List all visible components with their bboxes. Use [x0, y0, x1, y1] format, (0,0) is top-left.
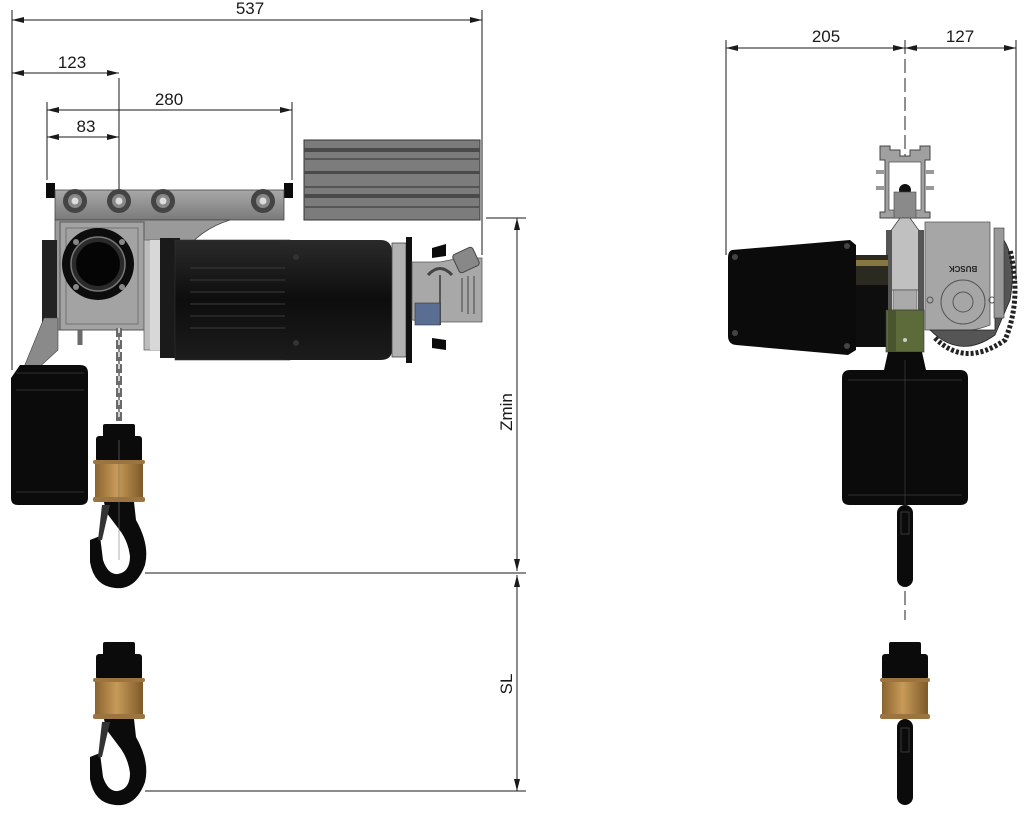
dimension-zmin: Zmin: [145, 217, 526, 574]
brand-mark: BUSCK: [949, 264, 978, 273]
dim-text-83: 83: [77, 117, 96, 136]
dim-text-280: 280: [155, 90, 183, 109]
trolley-wheel: [63, 189, 87, 213]
control-box-end: [728, 240, 888, 355]
power-connector: [411, 244, 483, 350]
hook-block-upper: [90, 424, 147, 589]
gearbox: [42, 221, 175, 351]
dim-text-123: 123: [58, 53, 86, 72]
motor-body-end: [842, 352, 968, 505]
dim-text-sl: SL: [497, 674, 516, 695]
dimension-83: 83: [47, 117, 119, 140]
dimension-sl: SL: [145, 575, 526, 792]
dimension-205: 205: [725, 27, 905, 255]
trolley-hanger: [886, 217, 924, 311]
hook-block-lower: [90, 642, 147, 806]
dimension-127: 127: [905, 27, 1017, 280]
trolley-wheel: [107, 189, 131, 213]
motor: [160, 237, 412, 363]
load-chain: [77, 328, 122, 425]
dim-text-537: 537: [236, 0, 264, 18]
trolley-wheel: [251, 189, 275, 213]
rail-profile: [303, 139, 481, 221]
control-box: [11, 317, 88, 505]
rail-cross-section: [876, 145, 934, 219]
dim-text-zmin: Zmin: [497, 393, 516, 431]
trolley-wheel: [151, 189, 175, 213]
dimension-280: 280: [46, 90, 293, 180]
dimension-537: 537: [11, 0, 483, 370]
motor-end: [885, 309, 925, 353]
dim-text-205: 205: [812, 27, 840, 46]
hook-shank-upper: [897, 505, 913, 587]
gearbox-end: BUSCK: [924, 221, 1018, 356]
hook-block-end-lower: [880, 642, 930, 805]
dim-text-127: 127: [946, 27, 974, 46]
